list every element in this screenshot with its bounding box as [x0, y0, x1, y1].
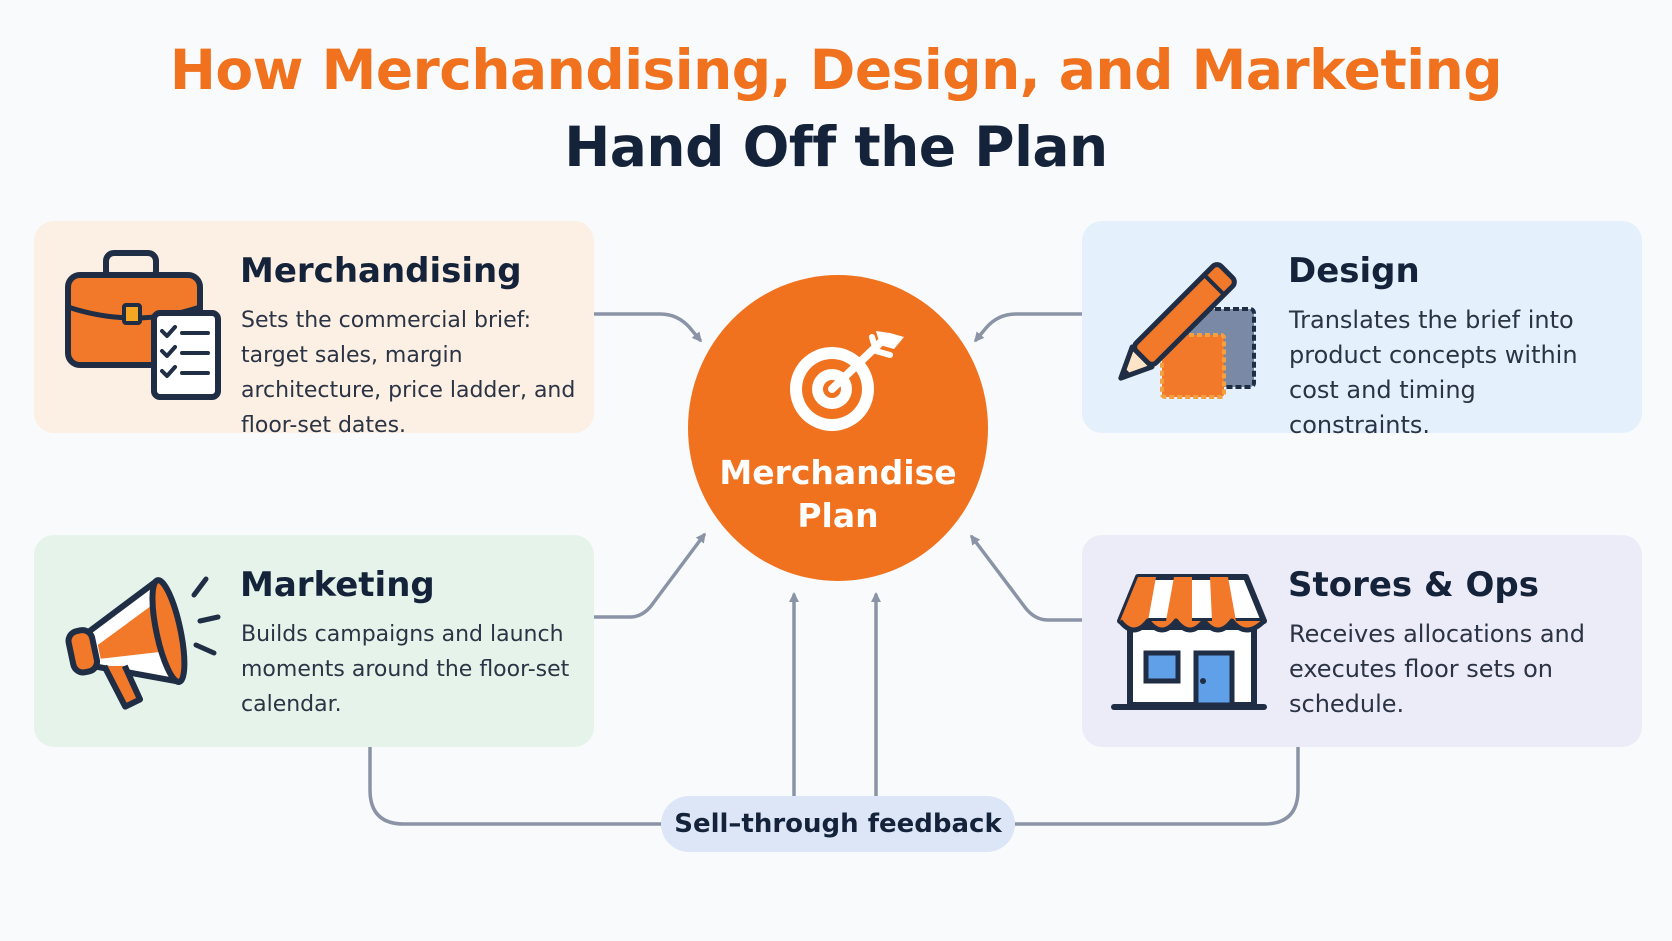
stores-ops-description: Receives allocations and executes floor …	[1289, 620, 1585, 718]
design-card: Design Translates the brief into product…	[1082, 221, 1642, 439]
pencil-swatches-icon	[1118, 262, 1256, 399]
merchandising-card: Merchandising Sets the commercial brief:…	[34, 221, 594, 438]
hub-label: Merchandise Plan	[719, 453, 957, 535]
briefcase-checklist-icon	[65, 250, 221, 400]
design-title: Design	[1288, 251, 1420, 291]
sell-through-feedback-pill: Sell–through feedback	[661, 796, 1015, 852]
feedback-loop-left	[368, 745, 663, 826]
design-description: Translates the brief into product concep…	[1289, 306, 1578, 439]
arrow-design	[974, 312, 1084, 343]
target-arrow-icon	[790, 331, 904, 431]
feedback-loop-right	[1013, 745, 1300, 826]
merchandising-title: Merchandising	[240, 251, 522, 291]
title-line-1: How Merchandising, Design, and Marketing	[169, 38, 1503, 102]
stores-ops-card: Stores & Ops Receives allocations and ex…	[1082, 535, 1642, 747]
stores-ops-title: Stores & Ops	[1288, 565, 1539, 605]
title-line-2: Hand Off the Plan	[564, 115, 1108, 179]
megaphone-icon	[65, 576, 221, 710]
marketing-description: Builds campaigns and launch moments arou…	[241, 622, 570, 717]
merchandise-plan-hub: Merchandise Plan	[688, 275, 988, 581]
arrow-stores	[970, 534, 1084, 622]
arrow-marketing	[592, 532, 706, 619]
marketing-title: Marketing	[240, 565, 435, 605]
marketing-card: Marketing Builds campaigns and launch mo…	[34, 535, 594, 747]
merchandising-description: Sets the commercial brief: target sales,…	[241, 308, 576, 438]
arrow-merchandising	[592, 312, 702, 343]
storefront-icon	[1111, 574, 1267, 710]
